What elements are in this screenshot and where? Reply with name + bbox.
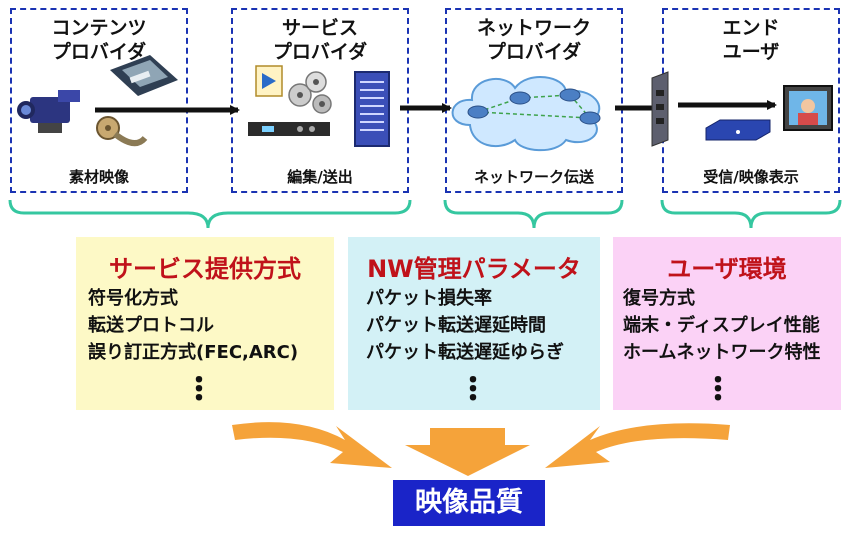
list-item: パケット損失率 [366,288,492,309]
ellipsis: ・ ・ ・ [460,366,487,414]
panel-title: ユーザ環境 [667,255,787,283]
list-item: ホームネットワーク特性 [623,342,821,363]
stage-caption: 素材映像 [68,168,129,186]
panel-items: 符号化方式 転送プロトコル 誤り訂正方式(FEC,ARC) [88,285,298,366]
ellipsis: ・ ・ ・ [186,366,213,414]
media-files-icon [255,65,332,114]
film-reel-icon [96,116,148,147]
server-rack-icon [354,71,390,147]
list-item: 端末・ディスプレイ性能 [623,315,820,336]
brace-right [660,199,842,229]
tv-display-icon [783,85,833,131]
stage-title: エンド ユーザ [722,17,780,63]
stage-caption: 受信/映像表示 [703,168,799,186]
brace-left [8,199,412,229]
video-quality-label: 映像品質 [393,480,545,526]
router-icon [579,111,601,125]
list-item: 誤り訂正方式(FEC,ARC) [88,342,299,363]
brace-middle [443,199,624,229]
ellipsis: ・ ・ ・ [705,366,732,414]
stage-title: コンテンツ プロバイダ [51,17,147,63]
list-item: パケット転送遅延時間 [366,315,546,336]
list-item: 復号方式 [623,288,695,309]
center-down-arrow [405,428,530,476]
stage-caption: ネットワーク伝送 [473,168,594,186]
router-icon [467,105,489,119]
set-top-box-icon [705,119,771,141]
video-camera-icon [17,90,80,133]
stage-title: サービス プロバイダ [272,17,368,63]
list-item: パケット転送遅延ゆらぎ [366,342,564,363]
right-curved-arrow [545,423,730,468]
left-curved-arrow [232,422,392,468]
encoder-device-icon [248,122,330,136]
videotape-icon [110,55,178,96]
router-icon [559,88,581,102]
panel-items: 復号方式 端末・ディスプレイ性能 ホームネットワーク特性 [623,285,820,366]
stage-title: ネットワーク プロバイダ [476,17,591,63]
panel-nw-parameters: NW管理パラメータ パケット損失率 パケット転送遅延時間 パケット転送遅延ゆらぎ… [348,237,600,414]
stage-caption: 編集/送出 [287,168,353,186]
panel-title: NW管理パラメータ [367,255,581,283]
list-item: 転送プロトコル [88,315,214,336]
panel-items: パケット損失率 パケット転送遅延時間 パケット転送遅延ゆらぎ [366,285,564,366]
panel-service-method: サービス提供方式 符号化方式 転送プロトコル 誤り訂正方式(FEC,ARC) ・… [76,237,334,414]
panel-title: サービス提供方式 [109,255,301,283]
list-item: 符号化方式 [88,288,178,309]
wall-jack-icon [651,71,669,147]
panel-user-environment: ユーザ環境 復号方式 端末・ディスプレイ性能 ホームネットワーク特性 ・ ・ ・ [613,237,841,414]
router-icon [509,91,531,105]
